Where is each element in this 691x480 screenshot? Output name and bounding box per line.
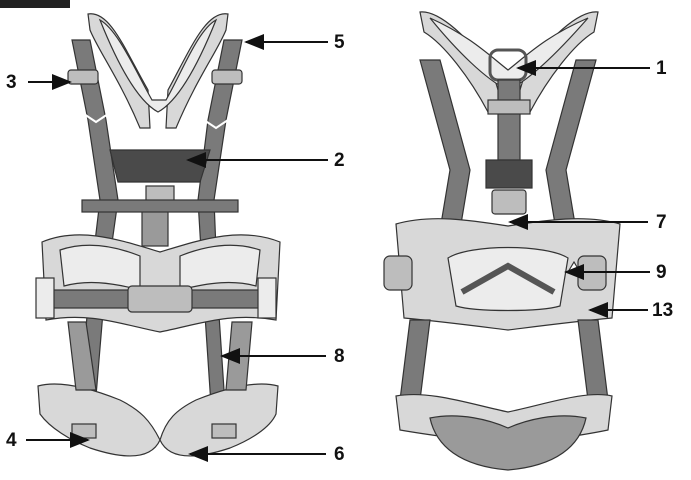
callout-label-9: 9 — [656, 263, 667, 282]
callout-label-5: 5 — [334, 33, 345, 52]
callout-label-3: 3 — [6, 73, 17, 92]
callout-label-1: 1 — [656, 59, 667, 78]
callout-label-7: 7 — [656, 213, 667, 232]
callout-label-2: 2 — [334, 151, 345, 170]
callout-label-6: 6 — [334, 445, 345, 464]
back-harness-illustration — [384, 12, 620, 470]
callout-label-8: 8 — [334, 347, 345, 366]
callout-label-4: 4 — [6, 431, 17, 450]
callout-label-13: 13 — [652, 301, 673, 320]
front-harness-illustration — [36, 14, 280, 456]
